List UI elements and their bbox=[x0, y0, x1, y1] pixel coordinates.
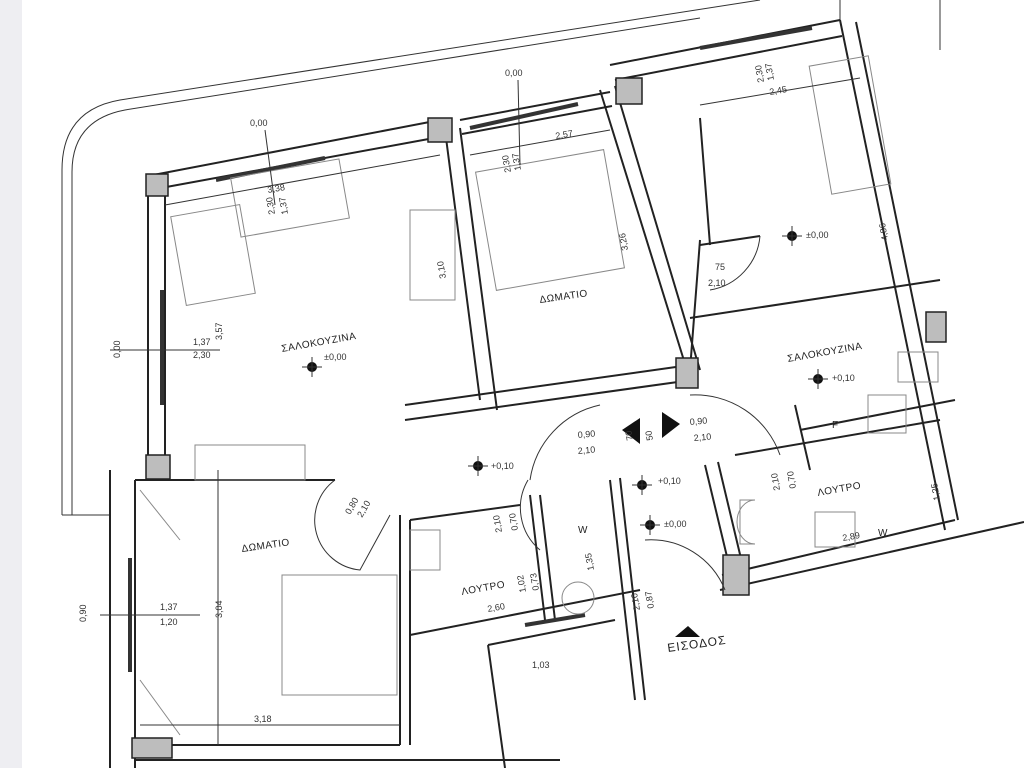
dimension-label: 50 bbox=[643, 430, 655, 442]
dimension-label: 2,45 bbox=[769, 84, 788, 97]
dimension-label: 0,90 bbox=[689, 416, 707, 427]
toilet-right bbox=[736, 499, 756, 545]
room-label-bedroom-top: ΔΩΜΑΤΙΟ bbox=[539, 288, 589, 306]
sofa bbox=[230, 158, 350, 238]
dimension-label: 75 bbox=[715, 262, 725, 272]
dimension-label: 2,89 bbox=[842, 530, 861, 543]
dimension-label: 1,20 bbox=[160, 617, 178, 627]
dimension-label: 1,35 bbox=[583, 552, 596, 571]
level-hall-center: +0,10 bbox=[658, 476, 681, 486]
furniture bbox=[139, 55, 939, 736]
dimension-label: 2,10 bbox=[769, 472, 782, 491]
room-label-bath-center: ΛΟΥΤΡΟ bbox=[461, 579, 506, 598]
dimension-label: 2,10 bbox=[708, 278, 726, 288]
dimension-label: 3,26 bbox=[617, 232, 630, 251]
dimension-label: 3,04 bbox=[214, 600, 224, 618]
dimension-label: 2,10 bbox=[629, 592, 642, 611]
arrow-left-icon bbox=[622, 418, 640, 444]
dimension-label: 70 bbox=[623, 430, 635, 442]
level-hall-left: +0,10 bbox=[491, 461, 514, 471]
dimension-label: 3,10 bbox=[435, 260, 448, 279]
table bbox=[194, 444, 306, 481]
fixture-washer-center: W bbox=[578, 525, 588, 536]
dimension-label: 2,30 bbox=[500, 154, 513, 173]
dimension-label: 0,87 bbox=[643, 590, 656, 609]
level-marker-icon bbox=[640, 515, 660, 535]
dimension-label: 2,60 bbox=[487, 601, 506, 614]
sofa-right bbox=[808, 55, 892, 195]
door-swings bbox=[314, 235, 781, 637]
level-marker-icon bbox=[632, 475, 652, 495]
page-edge bbox=[0, 0, 22, 768]
level-markers bbox=[302, 226, 828, 535]
dimension-label: 1,02 bbox=[515, 574, 528, 593]
dimension-label: 2,30 bbox=[264, 196, 277, 215]
dimensions: 0,00 3,38 1,37 2,30 0,00 1,37 2,30 3,57 … bbox=[78, 62, 942, 745]
balcony-inner bbox=[71, 17, 701, 515]
bed-top bbox=[474, 149, 626, 291]
dimension-label: 0,00 bbox=[112, 340, 122, 358]
dimension-label: 4,86 bbox=[877, 222, 890, 241]
room-label-living-right: ΣΑΛΟΚΟΥΖΙΝΑ bbox=[787, 341, 864, 365]
columns bbox=[131, 77, 947, 759]
room-label-bedroom-left: ΔΩΜΑΤΙΟ bbox=[241, 537, 291, 555]
fixture-fridge: F bbox=[832, 420, 839, 431]
armchair bbox=[170, 204, 256, 306]
dimension-label: 0,90 bbox=[78, 604, 88, 622]
dimension-label: 2,10 bbox=[693, 432, 711, 443]
level-marker-icon bbox=[808, 369, 828, 389]
level-marker-icon bbox=[468, 456, 488, 476]
dimension-label: 0,73 bbox=[528, 572, 541, 591]
dimension-label: 1,25 bbox=[929, 482, 942, 501]
basin-right bbox=[814, 511, 856, 548]
dimension-label: 3,57 bbox=[214, 322, 224, 340]
dimension-label: 0,70 bbox=[507, 512, 520, 531]
dimension-label: 2,10 bbox=[491, 514, 504, 533]
dimension-label: 1,37 bbox=[763, 62, 776, 81]
dimension-label: 0,70 bbox=[785, 470, 798, 489]
entrance-label: ΕΙΣΟΔΟΣ bbox=[666, 633, 727, 655]
fixture-washer-right: W bbox=[878, 528, 888, 539]
balcony-outline bbox=[61, 0, 761, 515]
level-entrance: ±0,00 bbox=[664, 519, 686, 529]
arrow-right-icon bbox=[662, 412, 680, 438]
basin-center bbox=[409, 529, 441, 571]
dimension-label: 2,30 bbox=[193, 350, 211, 360]
kitchen-counter bbox=[409, 209, 456, 301]
room-label-bath-right: ΛΟΥΤΡΟ bbox=[817, 480, 862, 499]
dimension-label: 1,37 bbox=[277, 196, 290, 215]
bed-left bbox=[281, 574, 398, 696]
stove bbox=[897, 351, 939, 383]
level-marker-icon bbox=[782, 226, 802, 246]
dimension-label: 0,00 bbox=[505, 68, 523, 78]
level-marker-icon bbox=[302, 357, 322, 377]
windows bbox=[128, 26, 813, 672]
level-living-right: +0,10 bbox=[832, 373, 855, 383]
entrance-arrow-icon bbox=[675, 626, 700, 637]
dimension-label: 1,37 bbox=[160, 602, 178, 612]
dimension-label: 1,03 bbox=[532, 660, 550, 670]
dimension-label: 0,90 bbox=[577, 429, 595, 440]
level-living-left: ±0,00 bbox=[324, 352, 346, 362]
dimension-label: 1,37 bbox=[193, 337, 211, 347]
dimension-label: 3,18 bbox=[254, 714, 272, 724]
level-top-right: ±0,00 bbox=[806, 230, 828, 240]
dimension-label: 2,30 bbox=[753, 64, 766, 83]
dimension-label: 0,00 bbox=[250, 118, 268, 128]
sink bbox=[867, 394, 907, 434]
toilet-center bbox=[561, 581, 595, 615]
dimension-label: 2,10 bbox=[577, 445, 595, 456]
